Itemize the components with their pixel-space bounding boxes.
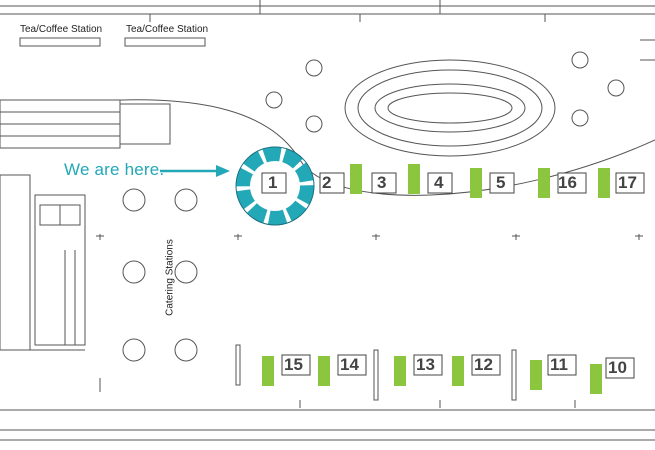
booth-3: 3 bbox=[377, 173, 387, 192]
booth-13: 13 bbox=[416, 355, 435, 374]
booth-15: 15 bbox=[284, 355, 303, 374]
booth-16: 16 bbox=[558, 173, 577, 192]
booth-5: 5 bbox=[496, 173, 506, 192]
tea-coffee-station-1: Tea/Coffee Station bbox=[20, 24, 103, 35]
booth-4: 4 bbox=[434, 173, 444, 192]
tea-coffee-station-2: Tea/Coffee Station bbox=[126, 24, 209, 35]
booth-11: 11 bbox=[550, 355, 568, 374]
booth-2: 2 bbox=[322, 173, 332, 192]
booth-1: 1 bbox=[268, 173, 278, 192]
booth-12: 12 bbox=[474, 355, 493, 374]
you-are-here-label: We are here. bbox=[64, 160, 165, 179]
booth-17: 17 bbox=[618, 173, 637, 192]
catering-stations-label: Catering Stations bbox=[164, 239, 176, 316]
arrow-icon bbox=[160, 165, 230, 177]
plant-icons bbox=[262, 164, 610, 394]
booth-14: 14 bbox=[340, 355, 359, 374]
you-are-here-marker bbox=[235, 146, 315, 226]
booth-10: 10 bbox=[608, 358, 627, 377]
